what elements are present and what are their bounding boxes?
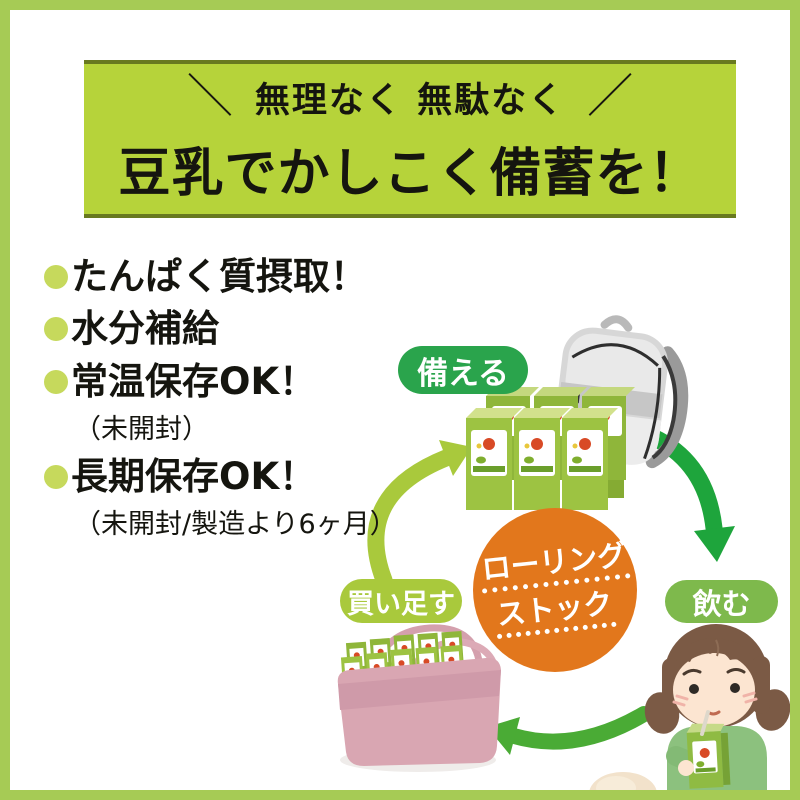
girl-drinking-illustration <box>644 624 790 790</box>
benefit-item: 水分補給 <box>44 306 394 352</box>
arrow-drink-to-buy-icon <box>487 706 652 755</box>
banner: ＼ 無理なく 無駄なく ／ 豆乳でかしこく備蓄を！ <box>84 60 736 218</box>
bullet-icon <box>44 317 68 342</box>
banner-tagline: 無理なく 無駄なく <box>254 81 566 121</box>
soymilk-carton-stack-illustration <box>466 387 635 510</box>
bullet-icon <box>44 265 68 290</box>
benefit-label: 水分補給 <box>71 307 219 351</box>
benefit-item: 長期保存OK！ <box>44 454 394 500</box>
arrow-buy-to-prepare-icon <box>367 440 472 589</box>
benefit-note: （未開封/製造より6ヶ月） <box>74 509 397 540</box>
slash-right-icon: ／ <box>587 68 634 123</box>
benefits-list: たんぱく質摂取！ 水分補給 常温保存OK！ （未開封） 長期保存OK！ （未開封… <box>44 254 397 549</box>
banner-title: 豆乳でかしこく備蓄を！ <box>118 144 702 204</box>
banner-tagline-row: ＼ 無理なく 無駄なく ／ <box>187 72 633 123</box>
beige-dome-illustration <box>589 772 657 790</box>
benefit-label: 長期保存OK！ <box>71 454 317 498</box>
benefit-item: 常温保存OK！ <box>44 359 394 405</box>
step-badge-prepare: 備える <box>398 346 528 394</box>
bullet-icon <box>44 369 68 394</box>
shopping-basket-illustration <box>337 624 501 772</box>
benefit-label: 常温保存OK！ <box>71 359 317 403</box>
step-badge-drink: 飲む <box>665 580 778 623</box>
cycle-diagram <box>337 315 790 790</box>
bullet-icon <box>44 464 68 489</box>
benefit-item: たんぱく質摂取！ <box>44 254 394 300</box>
slash-left-icon: ＼ <box>186 68 233 123</box>
step-badge-buy: 買い足す <box>340 579 462 623</box>
rolling-stock-badge: ローリング ストック <box>473 508 637 672</box>
rolling-stock-line2: ストック <box>493 586 617 640</box>
benefit-label: たんぱく質摂取！ <box>71 255 367 298</box>
benefit-note: （未開封） <box>74 413 209 445</box>
